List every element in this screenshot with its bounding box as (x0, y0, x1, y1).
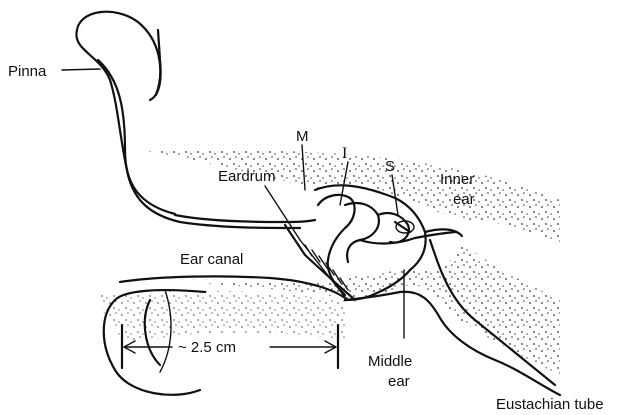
pinna-inner-curve (98, 60, 175, 214)
pinna-outline (76, 12, 300, 228)
ear-canal-label: Ear canal (180, 251, 243, 268)
eustachian-tube-label: Eustachian tube (496, 396, 604, 413)
inner-ear-label-line2: ear (453, 191, 475, 208)
stapes-bone (378, 213, 410, 243)
incus-label: I (342, 145, 347, 162)
eardrum-leader (265, 186, 300, 240)
pinna-label: Pinna (8, 63, 47, 80)
eardrum-label: Eardrum (218, 168, 276, 185)
ear-canal-upper-wall (175, 215, 315, 222)
oval-window (396, 221, 414, 233)
middle-ear-label-line2: ear (388, 373, 410, 390)
distance-label: ~ 2.5 cm (178, 339, 236, 356)
stapes-label: S (385, 158, 395, 175)
pinna-leader (62, 69, 100, 70)
malleus-label: M (296, 128, 309, 145)
canal-floor-tissue (100, 291, 345, 341)
middle-ear-label-line1: Middle (368, 353, 412, 370)
inner-ear-label-line1: Inner (440, 171, 474, 188)
incus-bone (345, 203, 379, 262)
